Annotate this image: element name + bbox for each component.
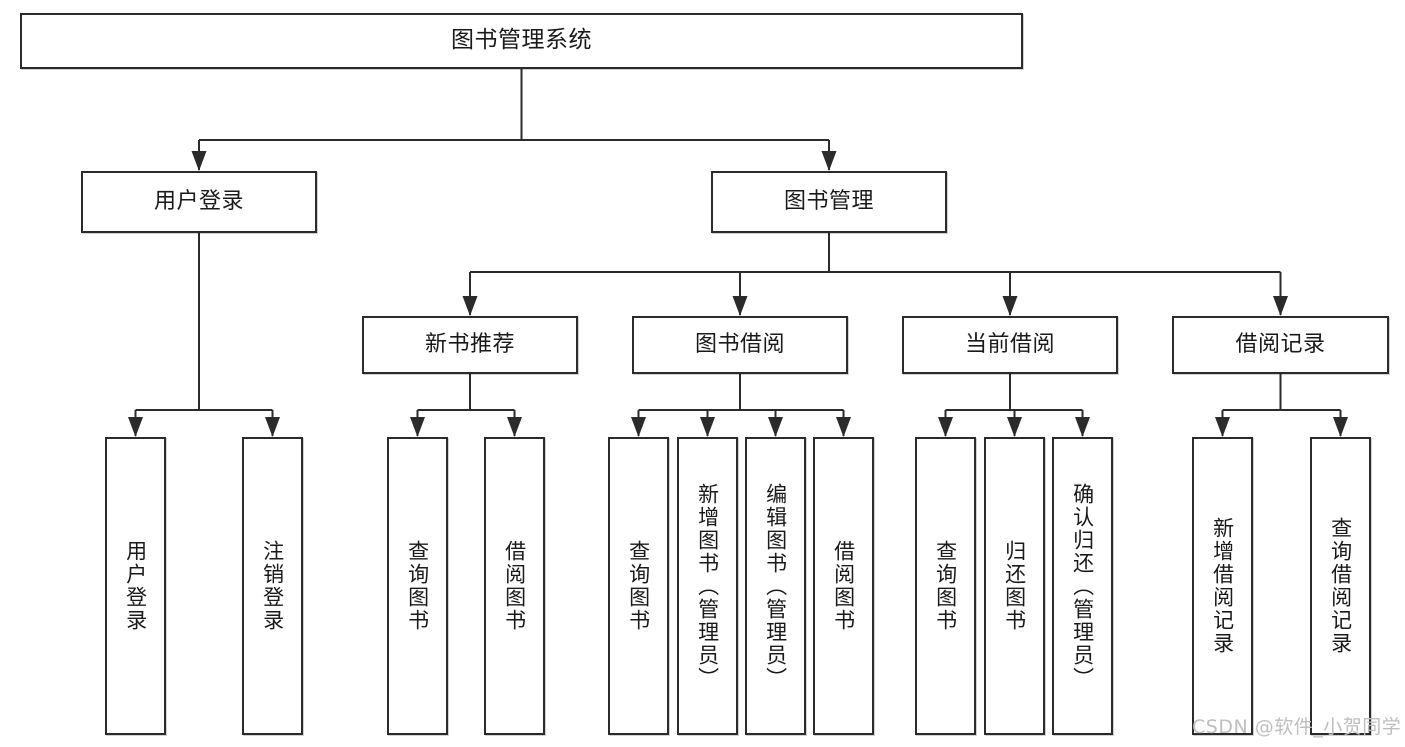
arrow-head-icon [700,417,715,437]
node-root: 图书管理系统 [20,13,1023,69]
node-label: 查询借阅记录 [1328,517,1353,655]
arrow-head-icon [462,296,478,316]
arrow-head-icon [1215,417,1230,437]
arrow-head-icon [821,151,837,171]
node-l3-current: 当前借阅 [902,316,1118,374]
node-label: 查询图书 [626,540,651,632]
node-leaf-b-query: 查询图书 [608,437,669,735]
node-label: 图书管理系统 [451,27,592,54]
arrow-head-icon [1075,417,1090,437]
node-label: 借阅记录 [1235,331,1326,357]
node-label: 借阅图书 [831,540,856,632]
node-leaf-new-query: 查询图书 [387,437,448,735]
node-label: 图书借阅 [694,331,785,357]
node-label: 用户登录 [153,188,244,214]
node-l2-user: 用户登录 [81,171,317,233]
node-label: 查询图书 [405,540,430,632]
arrow-head-icon [836,417,851,437]
node-leaf-new-borrow: 借阅图书 [484,437,545,735]
arrow-head-icon [1333,417,1348,437]
node-leaf-c-query: 查询图书 [915,437,976,735]
arrow-head-icon [768,417,783,437]
arrow-head-icon [1002,296,1018,316]
csdn-watermark: CSDN @软件_小贺同学 [1192,716,1402,738]
arrow-head-icon [191,151,207,171]
node-leaf-user-login: 用户登录 [105,437,166,735]
node-l3-newbook: 新书推荐 [362,316,578,374]
node-label: 当前借阅 [964,331,1055,357]
node-label: 图书管理 [783,188,874,214]
arrow-head-icon [507,417,522,437]
arrow-head-icon [128,417,143,437]
node-label: 新增图书（管理员） [695,482,720,690]
node-leaf-b-borrow: 借阅图书 [813,437,874,735]
node-leaf-r-query: 查询借阅记录 [1310,437,1371,735]
arrow-head-icon [938,417,953,437]
node-l3-borrow: 图书借阅 [632,316,848,374]
arrow-head-icon [410,417,425,437]
node-label: 查询图书 [933,540,958,632]
node-label: 编辑图书（管理员） [763,482,788,690]
node-leaf-b-edit: 编辑图书（管理员） [745,437,806,735]
node-label: 注销登录 [260,540,285,632]
node-label: 归还图书 [1002,540,1027,632]
node-label: 新增借阅记录 [1210,517,1235,655]
node-leaf-b-add: 新增图书（管理员） [677,437,738,735]
arrow-head-icon [265,417,280,437]
arrow-head-icon [1273,296,1288,316]
node-leaf-user-logout: 注销登录 [242,437,303,735]
node-leaf-r-add: 新增借阅记录 [1192,437,1253,735]
node-leaf-c-return: 归还图书 [984,437,1045,735]
node-label: 新书推荐 [424,331,515,357]
node-l2-book: 图书管理 [711,171,947,233]
node-leaf-c-confirm: 确认归还（管理员） [1052,437,1113,735]
arrow-head-icon [631,417,646,437]
node-label: 用户登录 [123,540,148,632]
node-label: 确认归还（管理员） [1070,482,1095,690]
arrow-head-icon [1007,417,1022,437]
node-label: 借阅图书 [502,540,527,632]
arrow-head-icon [732,296,748,316]
node-l3-record: 借阅记录 [1172,316,1389,374]
